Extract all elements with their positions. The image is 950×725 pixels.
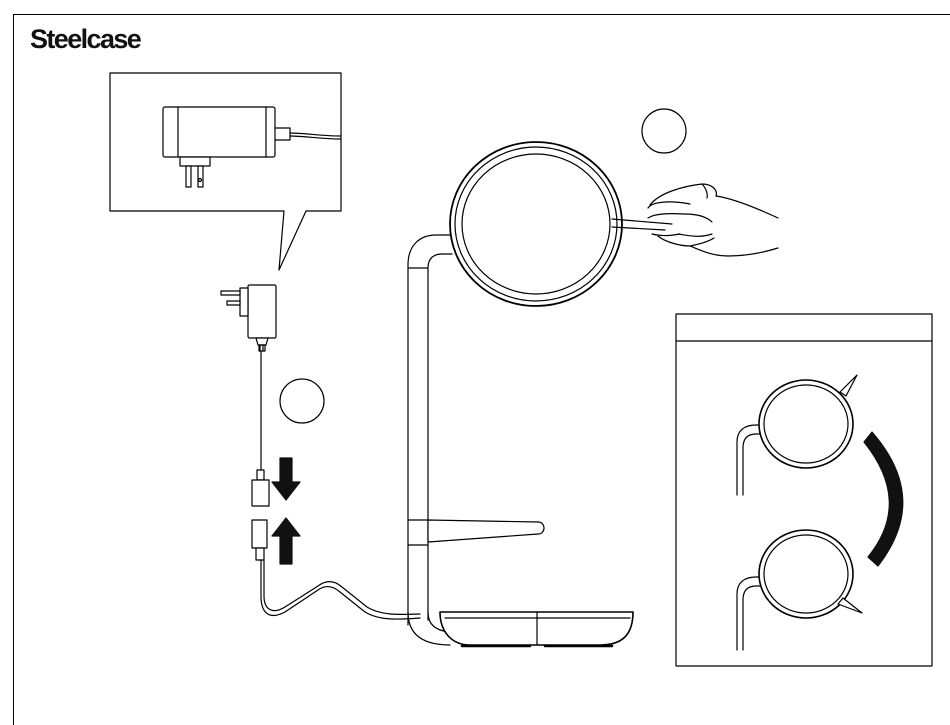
tilt-detail-panel <box>676 314 932 666</box>
lamp-base <box>408 612 633 646</box>
upper-connector <box>252 470 269 506</box>
hand-illustration <box>648 184 778 256</box>
adapter-callout <box>110 73 341 270</box>
step-marker-b <box>642 109 686 153</box>
lamp-shelf <box>428 520 544 542</box>
lamp-head <box>450 142 672 306</box>
lower-connector <box>252 520 267 560</box>
callout-box <box>110 73 341 270</box>
lamp-pole <box>408 235 450 625</box>
arrow-up-icon <box>272 518 300 564</box>
arrow-down-icon <box>272 458 300 500</box>
base-cable <box>261 560 420 619</box>
step-marker-a <box>280 379 324 423</box>
power-adapter <box>221 285 276 351</box>
